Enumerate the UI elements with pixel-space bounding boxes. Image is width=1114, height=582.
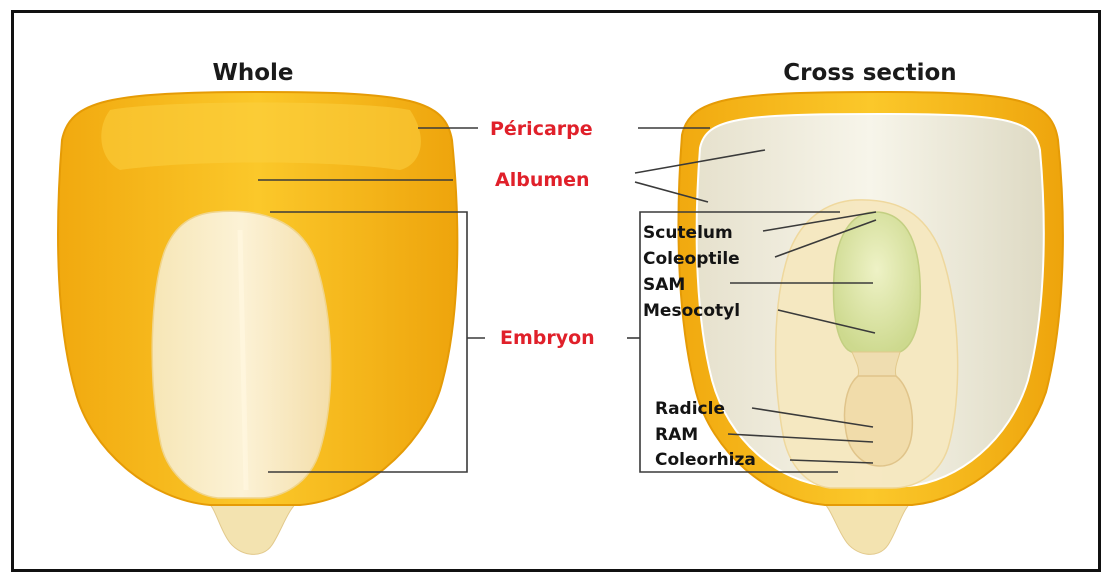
coleoptile-label: Coleoptile bbox=[643, 249, 740, 269]
pericarpe-label: Péricarpe bbox=[490, 118, 593, 140]
ram-label: RAM bbox=[655, 425, 698, 445]
cross-section-title: Cross section bbox=[783, 60, 956, 86]
whole-title: Whole bbox=[212, 60, 293, 86]
whole-kernel-illustration bbox=[58, 92, 457, 554]
mesocotyl-label: Mesocotyl bbox=[643, 301, 740, 321]
radicle-label: Radicle bbox=[655, 399, 725, 419]
albumen-label: Albumen bbox=[495, 169, 590, 191]
cross-section-illustration bbox=[678, 92, 1062, 554]
coleorhiza-label: Coleorhiza bbox=[655, 450, 756, 470]
scutelum-label: Scutelum bbox=[643, 223, 733, 243]
embryon-label: Embryon bbox=[500, 327, 595, 349]
sam-label: SAM bbox=[643, 275, 685, 295]
